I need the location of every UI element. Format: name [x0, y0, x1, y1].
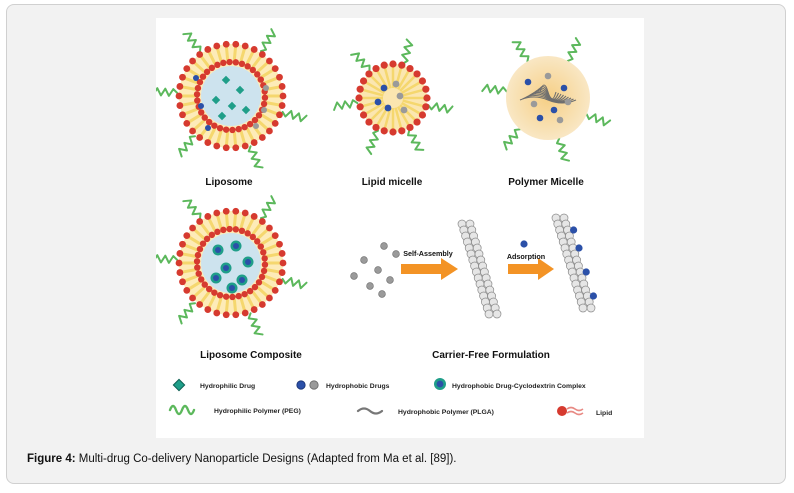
caption-text: Multi-drug Co-delivery Nanoparticle Desi…: [75, 453, 457, 465]
polymer-micelle-diagram: [481, 37, 612, 162]
polymer-micelle-label: Polymer Micelle: [508, 177, 584, 188]
figure-image: Liposome Lipid micelle Polymer Micelle L…: [156, 18, 644, 438]
lipid-icon: [557, 406, 584, 416]
self-assembly-label: Self-Assembly: [403, 249, 453, 258]
liposome-composite-diagram: [156, 195, 308, 336]
legend-hydrophilic-polymer: Hydrophilic Polymer (PEG): [214, 408, 301, 415]
hydrophilic-drug-icon: [172, 378, 186, 392]
cyclodextrin-complex-icon: [434, 378, 446, 390]
liposome-diagram: [156, 28, 308, 169]
carrier-free-diagram: [350, 213, 597, 319]
lipid-micelle-diagram: [333, 38, 454, 156]
legend-cyclodextrin-complex: Hydrophobic Drug-Cyclodextrin Complex: [452, 383, 586, 390]
legend-hydrophobic-drugs: Hydrophobic Drugs: [326, 383, 390, 390]
plga-icon: [356, 407, 384, 415]
lipid-micelle-label: Lipid micelle: [362, 177, 423, 188]
peg-icon: [168, 404, 196, 416]
caption-label: Figure 4:: [27, 453, 76, 465]
liposome-composite-label: Liposome Composite: [200, 350, 302, 361]
liposome-label: Liposome: [205, 177, 253, 188]
legend-hydrophilic-drug: Hydrophilic Drug: [200, 383, 255, 390]
carrier-free-label: Carrier-Free Formulation: [432, 350, 550, 361]
legend: Hydrophilic Drug Hydrophobic Drugs Hydro…: [168, 378, 612, 417]
legend-hydrophobic-polymer: Hydrophobic Polymer (PLGA): [398, 409, 494, 416]
legend-lipid: Lipid: [596, 410, 612, 417]
figure-caption: Figure 4: Multi-drug Co-delivery Nanopar…: [27, 453, 457, 465]
hydrophobic-drugs-icon: [296, 380, 319, 390]
adsorption-label: Adsorption: [507, 252, 545, 261]
